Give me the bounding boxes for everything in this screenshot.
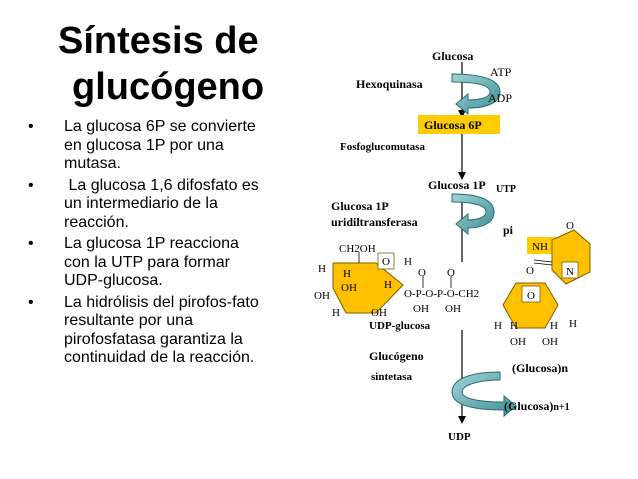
glucosa-n1-subscript: n+1 <box>553 402 569 413</box>
pi-label: pi <box>503 223 514 237</box>
phosphate-chain-label: O-P-O-P-O-CH2 <box>404 288 479 300</box>
hexoquinasa-label: Hexoquinasa <box>356 77 423 91</box>
oh-label: OH <box>542 336 558 348</box>
nh-highlight <box>527 237 557 254</box>
udp-label: UDP <box>448 431 471 443</box>
h-label: H <box>384 279 392 291</box>
h-label: H <box>510 320 518 332</box>
flow-arrowhead <box>458 110 466 118</box>
oh-label: OH <box>413 303 429 315</box>
bond-line <box>533 262 553 266</box>
h-label: H <box>343 268 351 280</box>
ribose-oxygen-box <box>521 285 541 303</box>
atp-label: ATP <box>490 65 512 79</box>
oh-label: OH <box>445 303 461 315</box>
glucosa-1p-label: Glucosa 1P <box>428 178 486 192</box>
sintetasa-label: sintetasa <box>371 371 412 383</box>
flow-arrowhead <box>458 172 466 180</box>
bullet-text: La glucosa 1,6 difosfato es un intermedi… <box>64 176 264 231</box>
phosphate-oxygen-label: O <box>418 267 426 279</box>
bullet-marker: • <box>28 118 34 135</box>
uracil-ring <box>551 229 591 285</box>
bond-line <box>533 259 553 263</box>
glucosa-n-label: (Glucosa)n <box>512 361 568 375</box>
ribose-oxygen-label: O <box>527 290 535 302</box>
ring-oxygen-label: O <box>382 256 390 268</box>
ch2oh-label: CH2OH <box>339 243 376 255</box>
fosfoglucomutasa-label: Fosfoglucomutasa <box>340 141 425 153</box>
h-label: H <box>550 320 558 332</box>
bullet-text: La hidrólisis del pirofos-fato resultant… <box>64 293 259 367</box>
nh-label: NH <box>532 241 548 253</box>
h-label: H <box>318 263 326 275</box>
utp-pi-curved-arrow <box>451 193 495 236</box>
bullet-item: • La hidrólisis del pirofos-fato resultan… <box>28 294 268 368</box>
ring-oxygen-box <box>377 252 395 270</box>
oh-label: OH <box>510 336 526 348</box>
oh-label: OH <box>371 307 387 319</box>
uracil-carbonyl-oxygen-label: O <box>526 265 534 277</box>
uridiltransferasa-line1: Glucosa 1P <box>331 199 389 213</box>
h-label: H <box>569 318 577 330</box>
glucosa-n1-main: (Glucosa) <box>504 399 553 413</box>
oh-label: OH <box>314 290 330 302</box>
bullet-item: • La glucosa 6P se convierte en glucosa 1… <box>28 118 268 174</box>
glucose-ring <box>332 262 404 314</box>
bullet-text: La glucosa 6P se convierte en glucosa 1P… <box>64 118 256 172</box>
bullet-marker: • <box>28 176 34 194</box>
glucosa-n1-label: (Glucosa)n+1 <box>504 399 570 413</box>
atp-adp-curved-arrow <box>451 73 501 116</box>
uracil-n-box <box>561 261 579 279</box>
udp-glucosa-label: UDP-glucosa <box>369 320 431 332</box>
bullet-item: • La glucosa 1P reacciona con la UTP para… <box>28 235 268 291</box>
oh-label: OH <box>341 282 357 294</box>
bullet-marker: • <box>28 235 34 252</box>
ribose-ring <box>502 282 559 329</box>
title-line-1: Síntesis de <box>58 20 259 62</box>
bullet-list: • La glucosa 6P se convierte en glucosa 1… <box>28 118 268 371</box>
h-label: H <box>404 256 412 268</box>
uracil-oxygen-label: O <box>566 220 574 232</box>
h-label: H <box>494 320 502 332</box>
uridiltransferasa-line2: uridiltransferasa <box>331 215 418 229</box>
utp-label: UTP <box>496 184 516 195</box>
glucosa-6p-label: Glucosa 6P <box>424 118 482 132</box>
adp-label: ADP <box>488 91 512 105</box>
title-line-2: glucógeno <box>72 66 265 108</box>
uracil-n-label: N <box>566 266 574 278</box>
bullet-marker: • <box>28 293 34 311</box>
glucogeno-label: Glucógeno <box>369 349 424 363</box>
glycogen-curved-arrow <box>451 371 517 418</box>
glucosa-6p-highlight <box>418 115 500 134</box>
bullet-item: • La glucosa 1,6 difosfato es un interme… <box>28 177 268 233</box>
phosphate-oxygen-label: O <box>447 267 455 279</box>
bullet-text: La glucosa 1P reacciona con la UTP para … <box>64 235 239 289</box>
h-label: H <box>332 307 340 319</box>
glucosa-label: Glucosa <box>432 49 473 63</box>
flow-arrowhead <box>458 416 466 424</box>
